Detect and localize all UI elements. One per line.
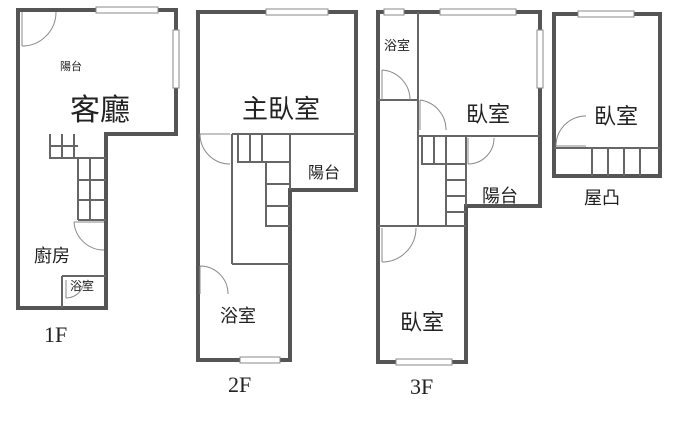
roof-door (555, 115, 587, 147)
floor-3-window-bath (383, 8, 405, 16)
floor-1-window-right (172, 29, 180, 89)
roof-label: 屋凸 (584, 188, 620, 209)
floor-1-door-kitchen (73, 221, 105, 251)
floor-1-door-bath (65, 279, 85, 299)
floor-3-label: 3F (410, 374, 433, 399)
floor-2-door-master (199, 133, 231, 165)
floor-2-label: 2F (228, 372, 251, 397)
floor-1: 陽台 客廳 廚房 浴室 1F (16, 6, 180, 347)
floor-1-balcony-label: 陽台 (60, 59, 82, 73)
floor-3-bedroom-top-label: 臥室 (466, 103, 510, 128)
floor-2-bath-label: 浴室 (220, 306, 256, 327)
floor-1-bath-label: 浴室 (70, 278, 94, 293)
floor-3-window-right (536, 29, 544, 89)
floor-1-stairs (49, 134, 106, 221)
floor-3-interior-walls (378, 12, 540, 227)
floor-3-window-bottom (395, 358, 453, 366)
floor-3-bedroom-bottom-label: 臥室 (400, 311, 444, 336)
floor-3-window-top (439, 8, 517, 16)
roof-window-top (577, 10, 635, 18)
floor-3-door-bedroom-bottom (381, 227, 417, 263)
floor-1-living-label: 客廳 (70, 93, 130, 128)
floor-3-stairs (421, 136, 466, 226)
roof-bedroom-label: 臥室 (594, 105, 638, 130)
floor-1-kitchen-label: 廚房 (34, 245, 70, 267)
floor-1-label: 1F (44, 322, 67, 347)
floor-3-door-bath (381, 69, 411, 101)
floor-2-balcony-label: 陽台 (308, 163, 340, 182)
floor-3-bath-label: 浴室 (384, 38, 410, 54)
floor-3-door-bedroom-top (419, 99, 447, 131)
floor-2-stairs (237, 134, 290, 227)
floor-1-window-top (95, 6, 159, 14)
floor-2-master-label: 主臥室 (242, 95, 320, 125)
roof-stairs (554, 147, 660, 176)
floor-2-window-bottom (239, 356, 281, 364)
floor-2: 主臥室 陽台 浴室 2F (196, 8, 358, 397)
floor-1-walls (16, 8, 178, 310)
floor-3-balcony-label: 陽台 (482, 186, 518, 207)
floor-2-door-bath (199, 265, 229, 295)
floor-3-door-balcony (467, 137, 495, 165)
floor-1-bath-walls (61, 275, 106, 308)
floor-3: 浴室 臥室 陽台 臥室 3F (376, 8, 544, 399)
roof-floor: 臥室 屋凸 (552, 10, 662, 209)
floor-1-door-entry (21, 11, 57, 47)
floor-2-window-top (265, 8, 329, 16)
floor-2-interior-walls (231, 133, 356, 265)
